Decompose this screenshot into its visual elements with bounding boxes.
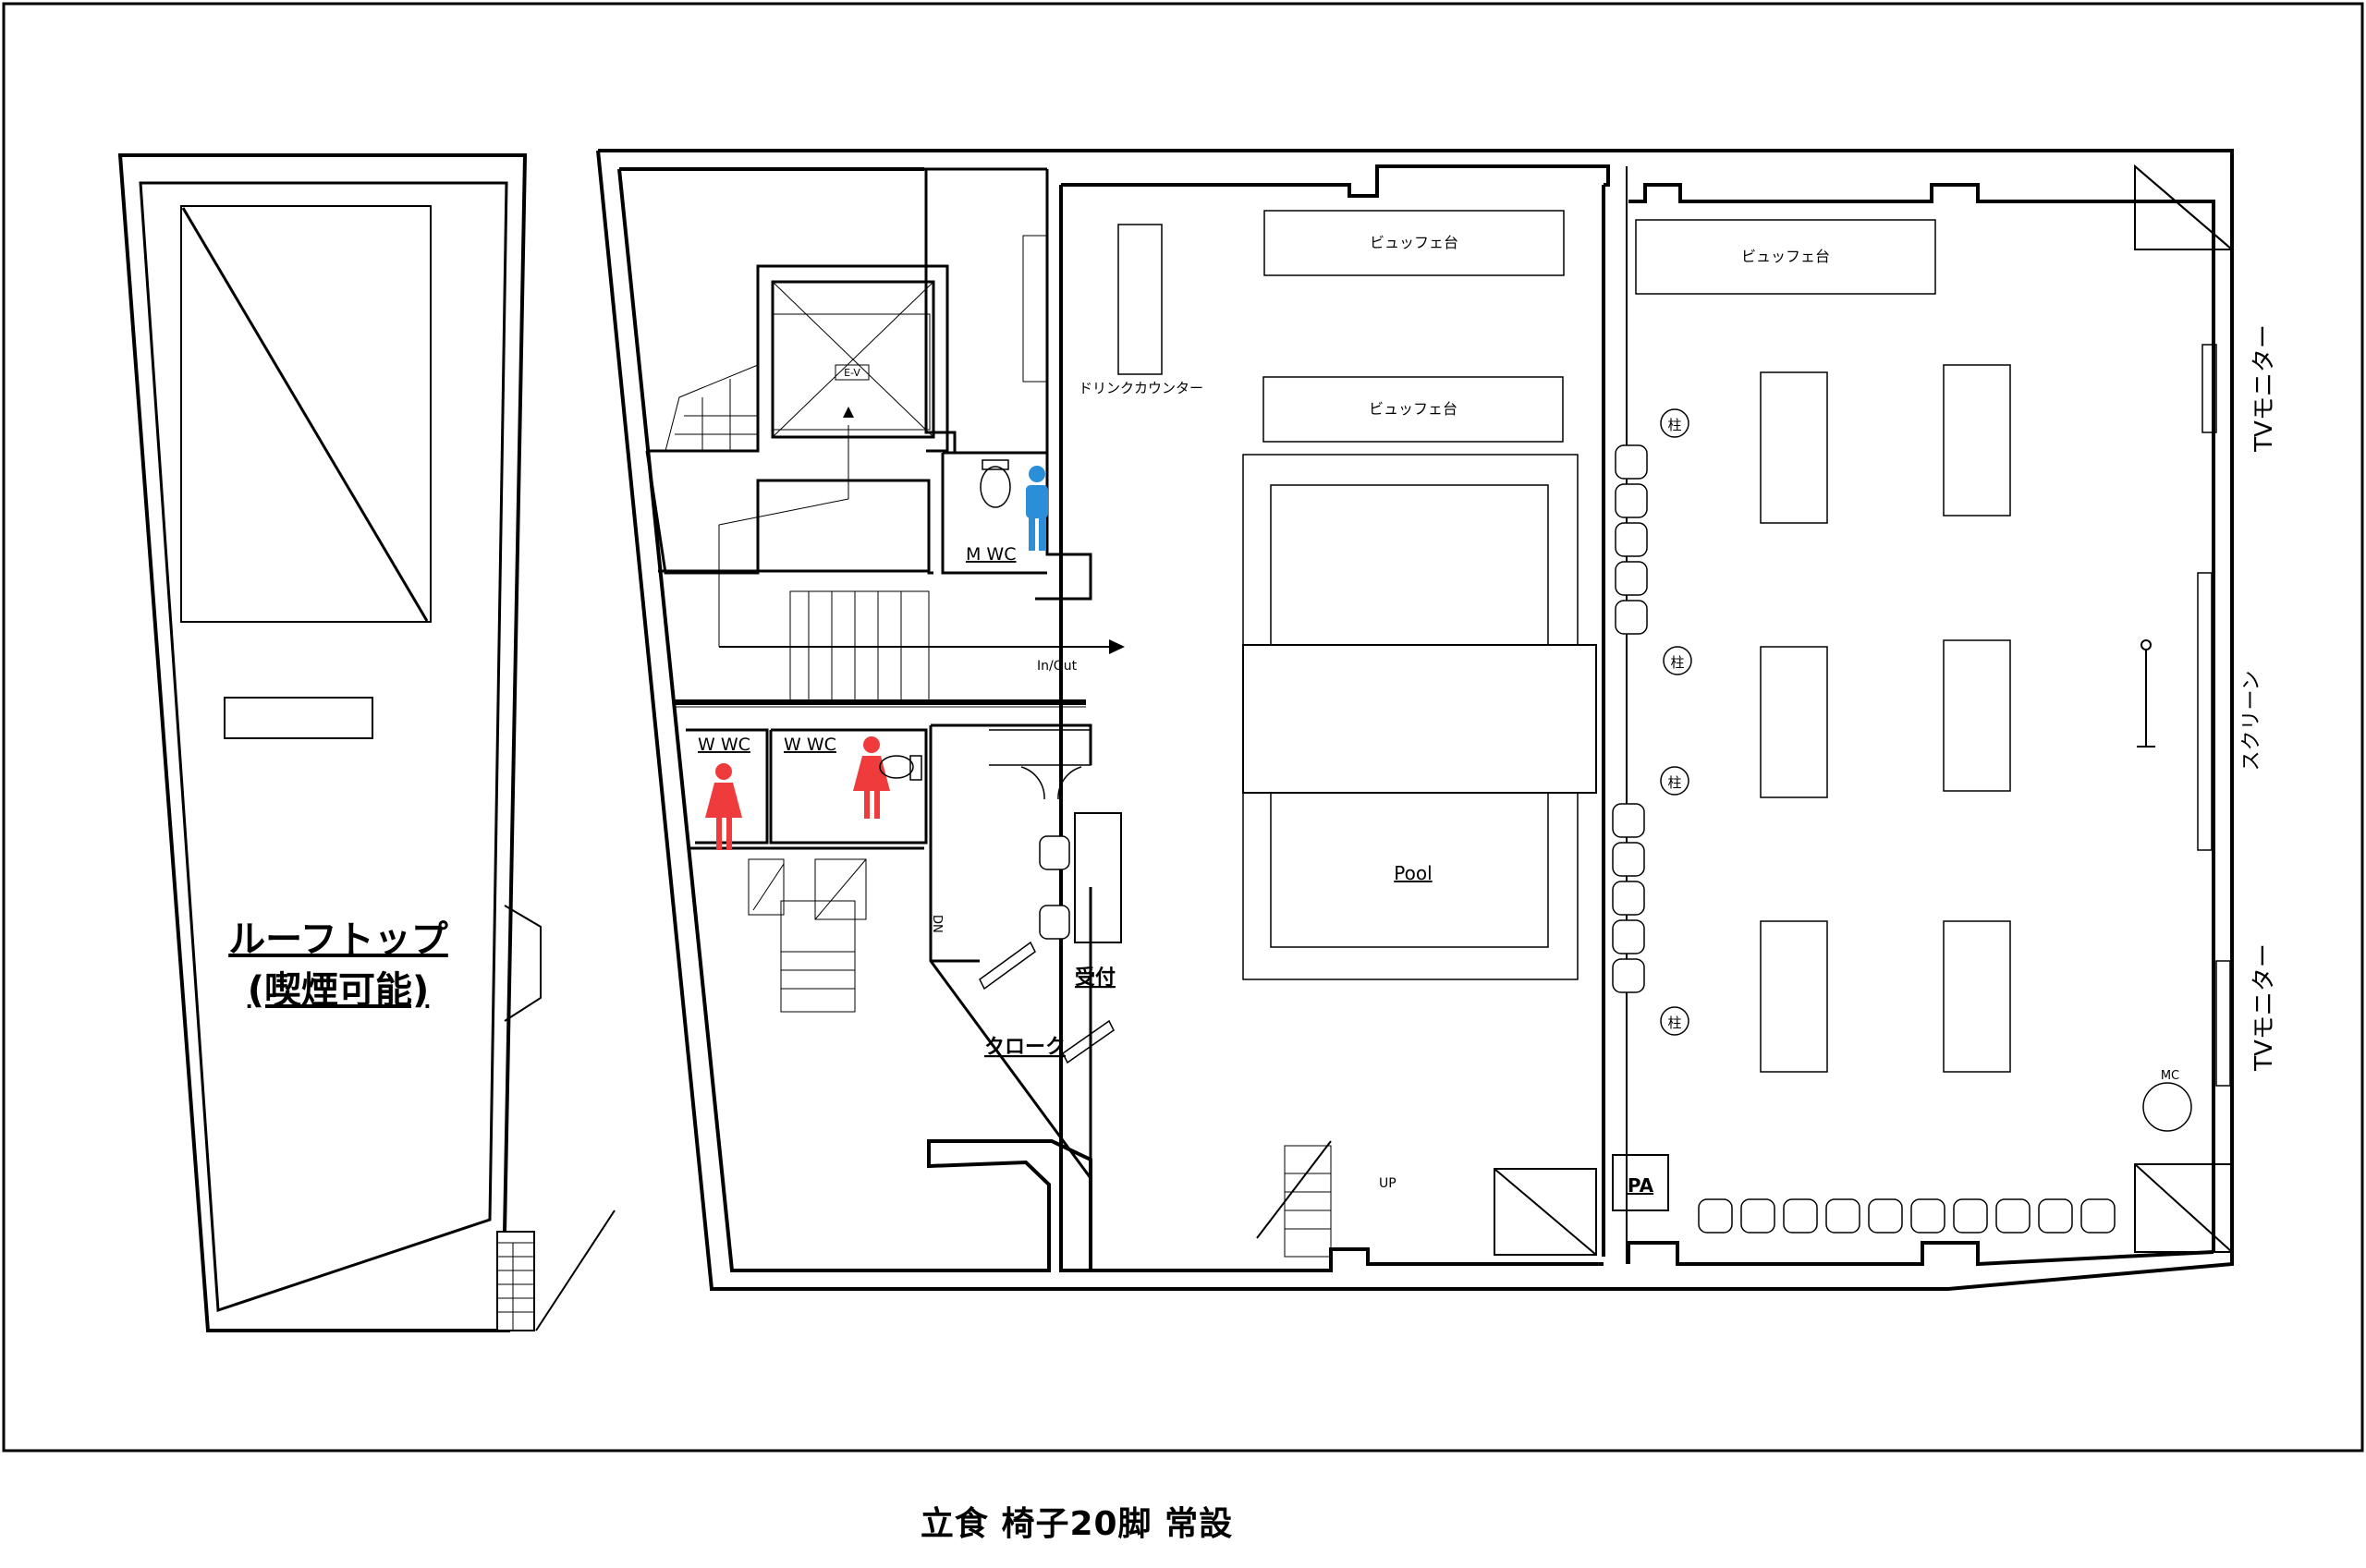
pillar-label-1: 柱 xyxy=(1667,417,1681,433)
elevator-marker xyxy=(835,364,870,381)
buffet-label-3: ビュッフェ台 xyxy=(1741,248,1830,265)
screen-label: スクリーン xyxy=(2240,671,2263,772)
corner-voids xyxy=(2134,164,2235,1253)
wall-panel xyxy=(1022,235,1048,383)
pa-label: PA xyxy=(1628,1174,1654,1197)
chairs-left-upper xyxy=(1615,444,1648,635)
cloak-label: クローク xyxy=(984,1036,1066,1059)
pool xyxy=(1242,454,1597,980)
elevator-label: E-V xyxy=(844,367,860,379)
tv-monitor-lower xyxy=(2215,960,2231,1087)
outer-frame xyxy=(2,2,2364,1453)
in-out-arrow xyxy=(718,407,1125,654)
toilet-icon xyxy=(879,755,922,781)
pool-label: Pool xyxy=(1394,862,1432,884)
drink-counter-label: ドリンクカウンター xyxy=(1079,380,1203,396)
buffet-label-1: ビュッフェ台 xyxy=(1370,234,1458,251)
service-block-walls xyxy=(621,167,1092,1179)
chairs-left-lower xyxy=(1612,803,1645,993)
rooftop-label-line2: (喫煙可能) xyxy=(248,969,430,1012)
tv-monitor-label-2: TVモニター xyxy=(2250,943,2278,1072)
pillars xyxy=(1660,408,1692,1036)
tv-monitor-label-1: TVモニター xyxy=(2250,324,2278,453)
cloak-doors xyxy=(979,729,1115,1064)
reception-chairs xyxy=(1039,835,1070,940)
chairs-bottom-row xyxy=(1698,1198,2116,1234)
up-label: UP xyxy=(1379,1176,1396,1191)
buffet-label-2: ビュッフェ台 xyxy=(1369,400,1457,418)
rooftop-label: ルーフトップ (喫煙可能) xyxy=(228,918,448,1012)
pillar-label-4: 柱 xyxy=(1667,1015,1681,1031)
in-out-label: In/Out xyxy=(1037,659,1078,674)
dn-label: DN xyxy=(930,915,944,933)
toilet-icon xyxy=(980,459,1011,508)
tv-monitor-upper xyxy=(2201,344,2217,433)
male-person-icon xyxy=(1026,466,1048,551)
pillar-label-3: 柱 xyxy=(1667,774,1681,791)
reception-desk xyxy=(1074,812,1122,943)
caption: 立食 椅子20脚 常設 xyxy=(920,1505,1234,1543)
pillar-label-2: 柱 xyxy=(1670,654,1684,671)
corner-void xyxy=(1494,1168,1597,1256)
drink-counter xyxy=(1117,224,1163,375)
microphone-stand xyxy=(2137,639,2155,748)
pa-booth xyxy=(1612,1154,1669,1211)
m-wc-label: M WC xyxy=(966,544,1017,565)
w-wc-label-2: W WC xyxy=(784,735,836,755)
buffet-table-1 xyxy=(1263,210,1565,276)
screen-panel xyxy=(2197,572,2213,851)
rooftop-label-line1: ルーフトップ xyxy=(228,918,448,961)
mc-label: MC xyxy=(2161,1069,2179,1083)
stairs xyxy=(665,364,1332,1258)
female-person-icon xyxy=(853,736,890,819)
buffet-table-3 xyxy=(1635,219,1936,295)
w-wc-label-1: W WC xyxy=(698,735,750,755)
standing-tables xyxy=(1760,364,2011,1073)
reception-label: 受付 xyxy=(1075,966,1116,990)
buffet-table-2 xyxy=(1262,376,1564,443)
mc-podium xyxy=(2142,1082,2192,1132)
rooftop-area xyxy=(117,153,616,1332)
female-person-icon xyxy=(705,763,742,850)
